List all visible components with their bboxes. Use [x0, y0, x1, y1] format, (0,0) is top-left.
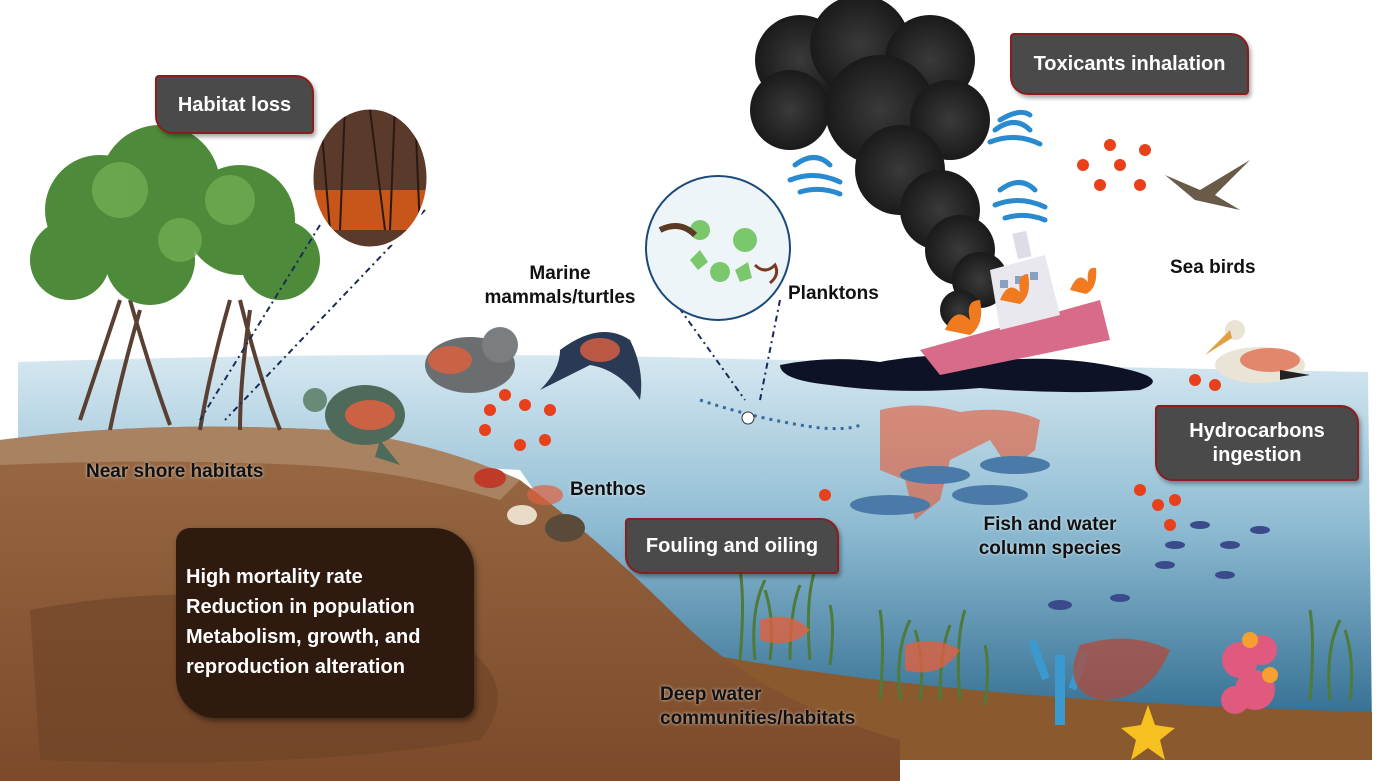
wind-icons [787, 109, 1048, 223]
fish-school [850, 456, 1050, 515]
crab-illustration [474, 468, 506, 488]
fish-line1: Fish and water [983, 514, 1117, 535]
fish-line2: column species [978, 537, 1122, 559]
deep-water-line1: Deep water [660, 684, 762, 705]
fouling-oiling-banner: Fouling and oiling [625, 518, 839, 574]
hydrocarbons-ingestion-banner: Hydrocarbons ingestion [1155, 405, 1359, 481]
land-ridge [0, 426, 520, 500]
coral-oil [1073, 638, 1170, 700]
seagrass-oil [760, 616, 810, 644]
habitat-loss-banner: Habitat loss [155, 75, 314, 134]
fouling-label: Fouling and oiling [645, 535, 819, 557]
mangrove-canopy [30, 125, 320, 305]
oil-slick [780, 355, 1153, 393]
seal-illustration [425, 327, 518, 393]
hydrocarbons-label-line2: ingestion [1212, 444, 1302, 466]
deep-water-line2: communities/habitats [660, 707, 856, 729]
marine-mammals-line2: mammals/turtles [484, 286, 636, 308]
effect-line-1: High mortality rate [186, 566, 363, 588]
biological-effects-box: High mortality rate Reduction in populat… [176, 528, 474, 718]
toxicants-inhalation-banner: Toxicants inhalation [1010, 33, 1249, 95]
dolphin-illustration [540, 332, 642, 400]
marine-mammals-label: Marine mammals/turtles [480, 262, 640, 310]
oil-droplets [479, 139, 1221, 531]
underwater-oil-plume [880, 405, 1040, 520]
deep-water-label: Deep water communities/habitats [660, 683, 855, 731]
hydrocarbons-label-line1: Hydrocarbons [1189, 420, 1325, 442]
habitat-loss-label: Habitat loss [177, 93, 292, 116]
fish-species-label: Fish and water column species [965, 513, 1135, 561]
pelican-floating [1205, 320, 1310, 383]
turtle-illustration [303, 385, 405, 465]
effect-line-2: Reduction in population [186, 596, 415, 618]
effect-line-4: reproduction alteration [186, 656, 405, 678]
starfish [1121, 705, 1175, 760]
pelican-flying [1165, 160, 1250, 210]
marine-mammals-line1: Marine [529, 263, 591, 284]
effect-line-3: Metabolism, growth, and [186, 626, 421, 648]
oiled-mangrove-closeup [312, 108, 428, 248]
burning-ship [920, 230, 1110, 375]
smoke-plume [750, 0, 1008, 330]
benthos-label: Benthos [570, 479, 646, 500]
plankton-closeup [645, 175, 791, 321]
planktons-label: Planktons [788, 283, 879, 304]
sea-birds-label: Sea birds [1170, 257, 1256, 278]
seagrass-oil [905, 641, 960, 673]
small-fish [1048, 521, 1270, 610]
near-shore-label: Near shore habitats [86, 461, 264, 482]
shells-illustration [507, 485, 585, 542]
toxicants-inhalation-label: Toxicants inhalation [1033, 53, 1226, 75]
